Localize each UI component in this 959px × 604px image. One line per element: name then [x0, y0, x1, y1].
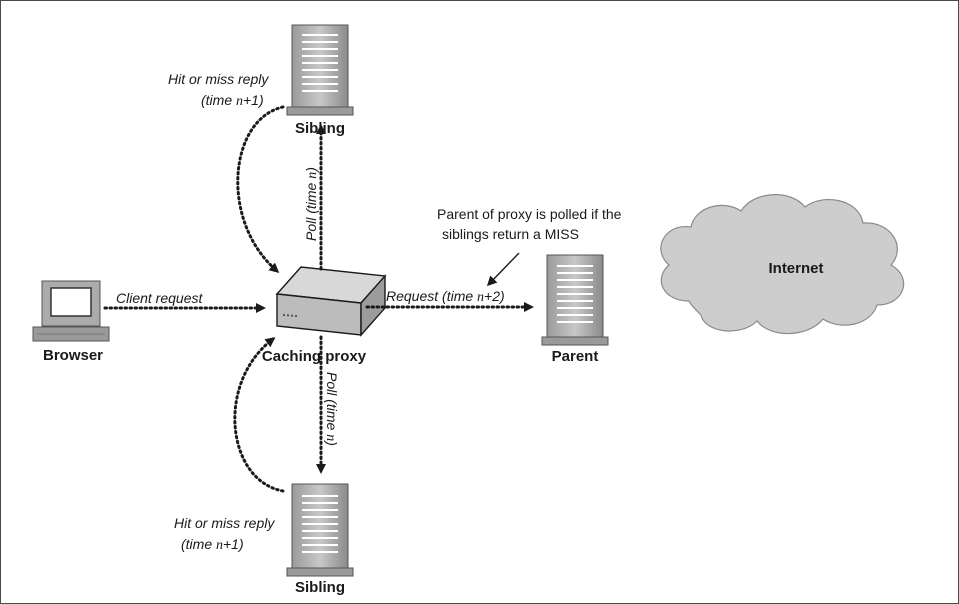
sibling-bottom-label: Sibling	[295, 579, 345, 596]
edge-labels: Client request Request (time n+2) Poll (…	[116, 71, 622, 553]
poll-bottom-label: Poll (time n)	[323, 372, 340, 446]
server-icon	[541, 254, 609, 346]
parent-note-line1: Parent of proxy is polled if the	[437, 206, 622, 222]
sibling-bottom-node: Sibling	[286, 483, 354, 596]
caching-proxy-label: Caching proxy	[262, 348, 367, 365]
client-request-label: Client request	[116, 290, 203, 306]
arrows	[103, 105, 534, 493]
reply-top-arrow	[236, 105, 285, 273]
proxy-box-icon	[275, 266, 387, 337]
reply-bottom-label-line2: (time n+1)	[181, 536, 244, 553]
browser-node: Browser	[32, 280, 110, 364]
parent-node: Parent	[541, 254, 609, 365]
caching-proxy-node: Caching proxy	[262, 266, 387, 365]
parent-note-line2: siblings return a MISS	[442, 226, 579, 242]
reply-top-label-line2: (time n+1)	[201, 92, 264, 109]
sibling-top-node: Sibling	[286, 24, 354, 137]
browser-label: Browser	[43, 347, 103, 364]
request-parent-label: Request (time n+2)	[386, 288, 505, 305]
parent-label: Parent	[552, 348, 599, 365]
server-icon	[286, 24, 354, 116]
parent-note-pointer	[486, 252, 520, 287]
reply-bottom-label-line1: Hit or miss reply	[174, 515, 275, 531]
reply-top-label-line1: Hit or miss reply	[168, 71, 269, 87]
reply-bottom-arrow	[233, 337, 285, 493]
poll-top-label: Poll (time n)	[303, 167, 320, 241]
cloud-icon	[660, 194, 905, 335]
server-icon	[286, 483, 354, 577]
computer-icon	[32, 280, 110, 342]
internet-cloud: Internet	[660, 194, 905, 335]
internet-label: Internet	[768, 260, 823, 277]
